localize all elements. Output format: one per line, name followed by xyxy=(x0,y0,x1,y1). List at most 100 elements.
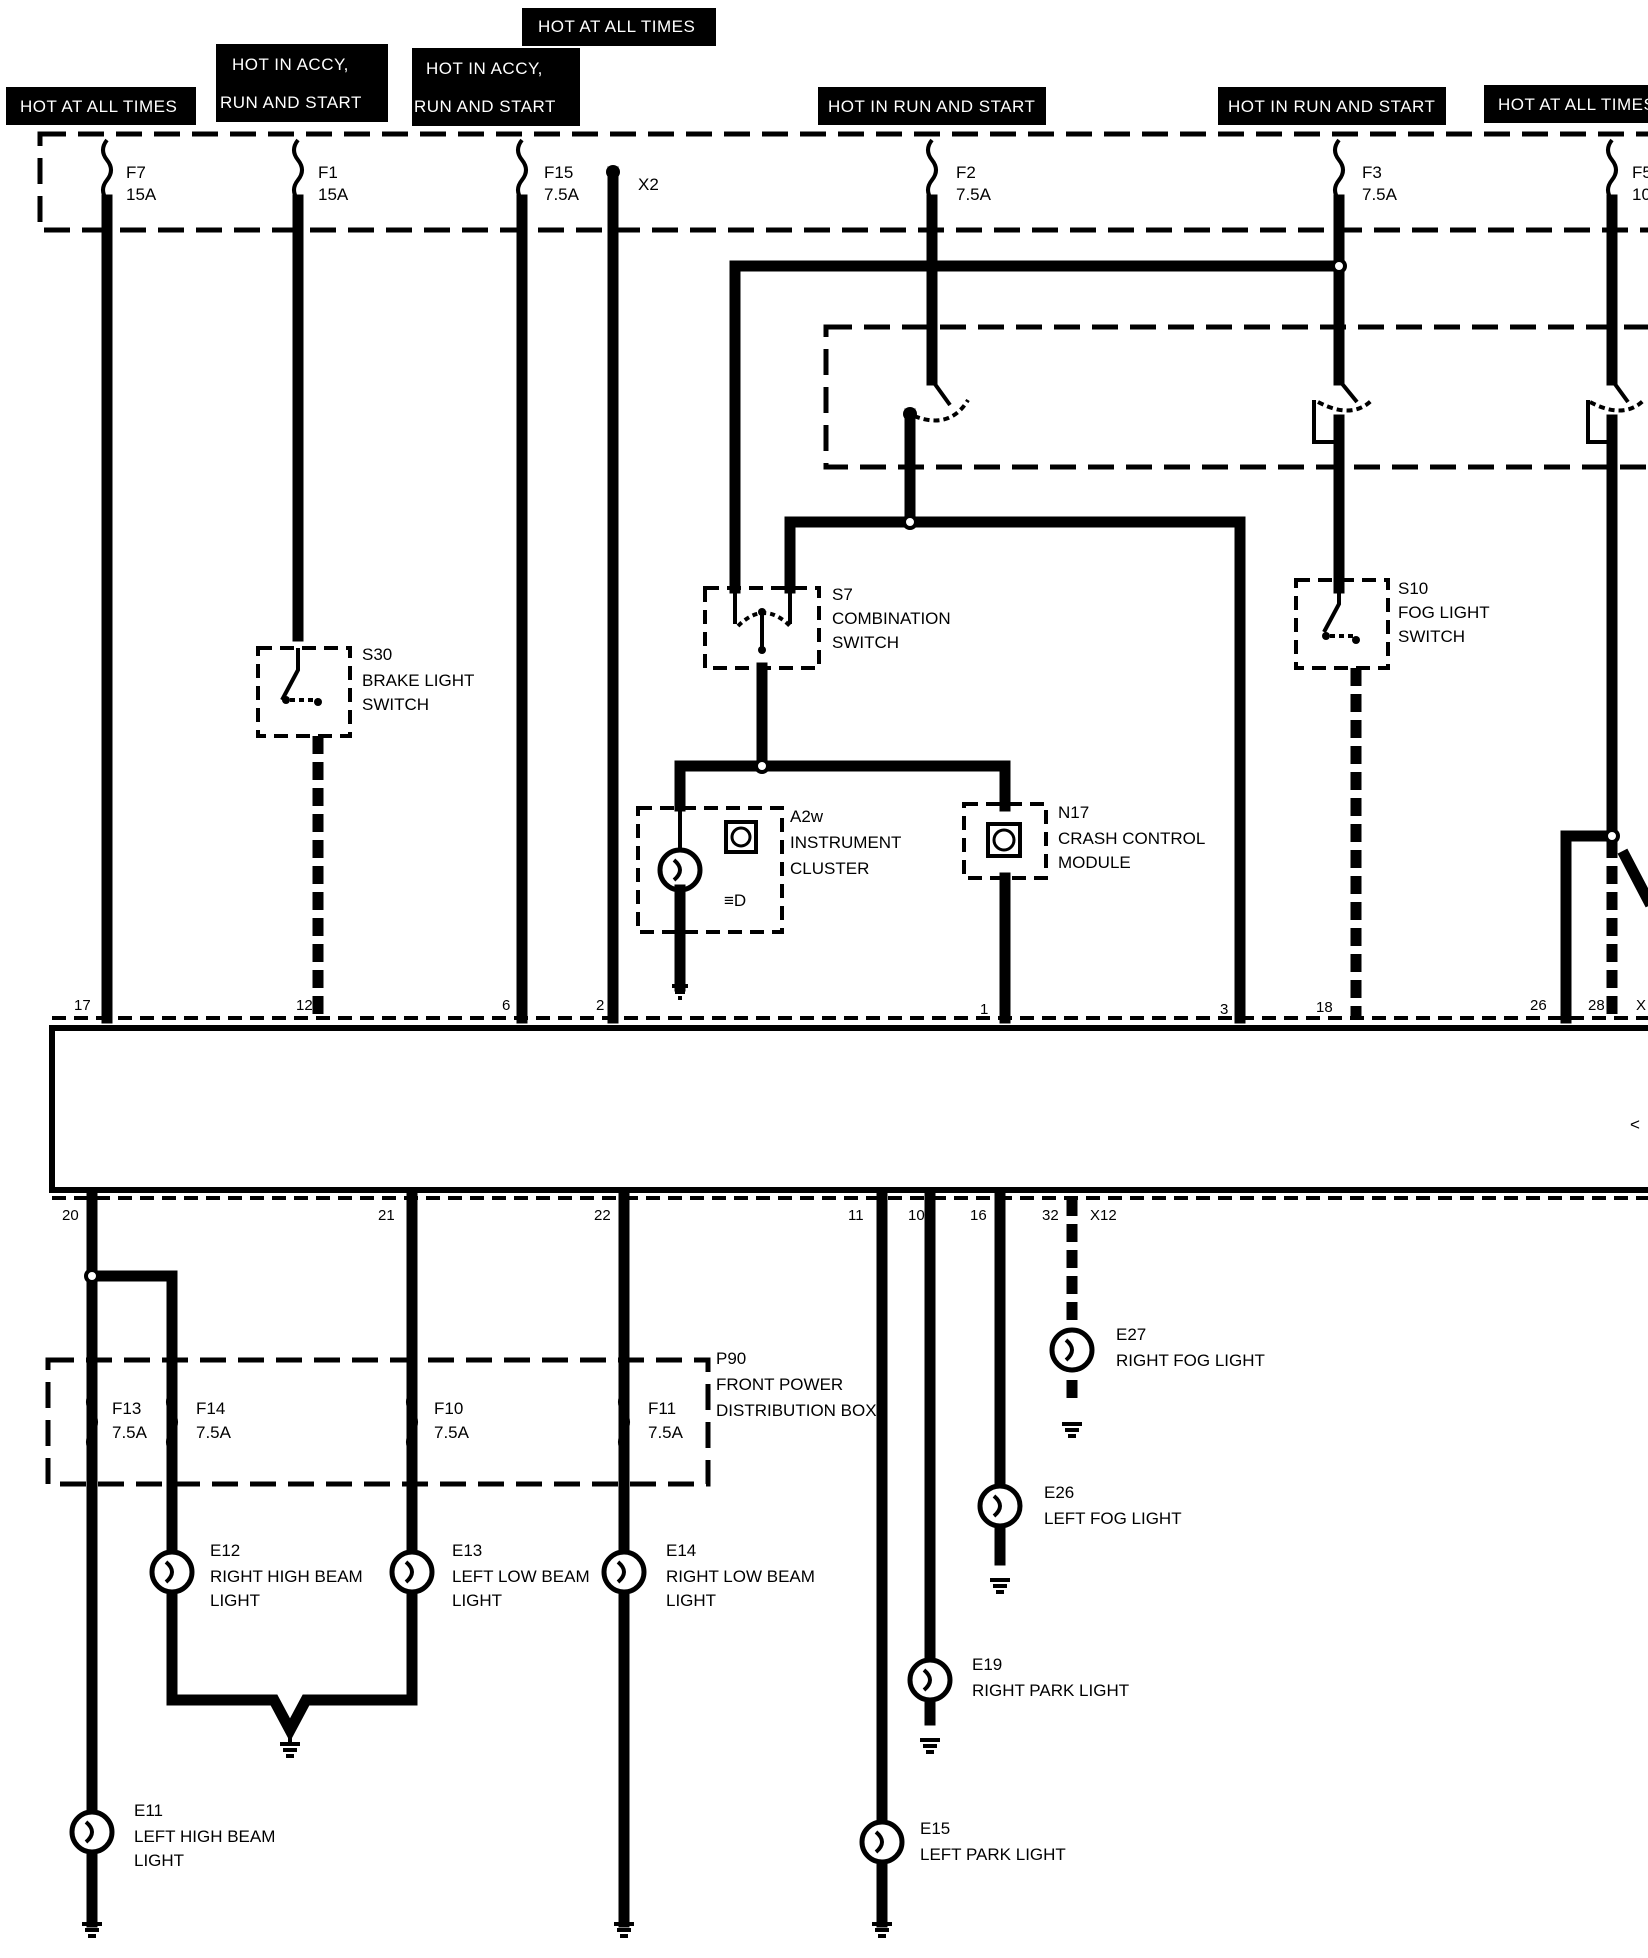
svg-text:A2w: A2w xyxy=(790,807,824,826)
wire-s7-split xyxy=(674,760,1011,812)
svg-text:SWITCH: SWITCH xyxy=(362,695,429,714)
svg-text:FRONT POWER: FRONT POWER xyxy=(716,1375,843,1394)
svg-text:15A: 15A xyxy=(318,185,349,204)
hot-label-f15: HOT IN ACCY, RUN AND START xyxy=(412,48,580,126)
svg-text:E26: E26 xyxy=(1044,1483,1074,1502)
fuse-f2: F2 7.5A xyxy=(926,138,992,204)
svg-text:2: 2 xyxy=(596,997,604,1014)
svg-text:S30: S30 xyxy=(362,645,392,664)
light-switch-box xyxy=(823,324,1648,470)
svg-text:12: 12 xyxy=(296,997,313,1014)
svg-text:7.5A: 7.5A xyxy=(544,185,580,204)
svg-text:21: 21 xyxy=(378,1207,395,1224)
svg-text:7.5A: 7.5A xyxy=(648,1423,684,1442)
svg-text:LIGHT: LIGHT xyxy=(666,1591,716,1610)
svg-text:INSTRUMENT: INSTRUMENT xyxy=(790,833,901,852)
wire-pin3 xyxy=(904,516,1246,1024)
hot-label-f2: HOT IN RUN AND START xyxy=(818,87,1046,125)
fuse-f1: F1 15A xyxy=(292,138,349,204)
svg-text:16: 16 xyxy=(970,1207,987,1224)
svg-text:F2: F2 xyxy=(956,163,976,182)
svg-text:FOG LIGHT: FOG LIGHT xyxy=(1398,603,1490,622)
hot-label-x2: HOT AT ALL TIMES xyxy=(522,8,716,46)
fuse-f5: F5 10 xyxy=(1606,138,1648,204)
svg-text:E14: E14 xyxy=(666,1541,696,1560)
front-power-distribution-box: F13 7.5A F14 7.5A F10 7.5A F11 7.5A P90 … xyxy=(45,1349,877,1487)
svg-text:RIGHT FOG LIGHT: RIGHT FOG LIGHT xyxy=(1116,1351,1265,1370)
lamp-e15: E15 LEFT PARK LIGHT xyxy=(859,1819,1066,1938)
svg-text:LEFT HIGH BEAM: LEFT HIGH BEAM xyxy=(134,1827,275,1846)
svg-text:32: 32 xyxy=(1042,1207,1059,1224)
svg-text:10: 10 xyxy=(1632,185,1648,204)
svg-text:E12: E12 xyxy=(210,1541,240,1560)
svg-text:10: 10 xyxy=(908,1207,925,1224)
svg-text:HOT IN ACCY,: HOT IN ACCY, xyxy=(232,55,349,74)
svg-text:RIGHT LOW BEAM: RIGHT LOW BEAM xyxy=(666,1567,815,1586)
svg-text:HOT AT ALL TIMES: HOT AT ALL TIMES xyxy=(538,17,695,36)
wire-s7-in xyxy=(784,516,916,594)
svg-text:S10: S10 xyxy=(1398,579,1428,598)
svg-text:22: 22 xyxy=(594,1207,611,1224)
svg-text:S7: S7 xyxy=(832,585,853,604)
svg-text:3: 3 xyxy=(1220,1001,1228,1018)
svg-text:X: X xyxy=(1636,997,1646,1014)
wire-s7-feed xyxy=(729,260,1345,594)
fuse-f3: F3 7.5A xyxy=(1333,138,1398,204)
svg-text:F11: F11 xyxy=(648,1399,676,1418)
svg-text:F7: F7 xyxy=(126,163,146,182)
svg-text:E19: E19 xyxy=(972,1655,1002,1674)
svg-text:HOT IN ACCY,: HOT IN ACCY, xyxy=(426,59,543,78)
ground-e11 xyxy=(82,1922,102,1938)
svg-text:15A: 15A xyxy=(126,185,157,204)
lamp-e12: E12 RIGHT HIGH BEAM LIGHT xyxy=(149,1541,363,1610)
svg-text:RUN AND START: RUN AND START xyxy=(220,93,362,112)
bottom-pin-labels: 20 21 22 11 10 16 32 X12 xyxy=(62,1207,1117,1224)
svg-text:N17: N17 xyxy=(1058,803,1089,822)
svg-text:BRAKE LIGHT: BRAKE LIGHT xyxy=(362,671,474,690)
wire-pin26 xyxy=(1560,830,1618,1024)
svg-text:F3: F3 xyxy=(1362,163,1382,182)
brake-light-switch: S30 BRAKE LIGHT SWITCH xyxy=(256,645,474,738)
svg-text:HOT AT ALL TIMES: HOT AT ALL TIMES xyxy=(1498,95,1648,114)
svg-text:28: 28 xyxy=(1588,997,1605,1014)
fuse-f7: F7 15A xyxy=(101,138,157,204)
wire-beam-ground xyxy=(166,1586,418,1742)
combination-switch: S7 COMBINATION SWITCH xyxy=(703,585,951,670)
crash-control-module: N17 CRASH CONTROL MODULE xyxy=(962,802,1205,880)
svg-text:RIGHT PARK LIGHT: RIGHT PARK LIGHT xyxy=(972,1681,1129,1700)
svg-text:LIGHT: LIGHT xyxy=(210,1591,260,1610)
svg-text:17: 17 xyxy=(74,997,91,1014)
lamp-e27: E27 RIGHT FOG LIGHT xyxy=(1049,1325,1265,1438)
svg-text:7.5A: 7.5A xyxy=(1362,185,1398,204)
svg-text:E13: E13 xyxy=(452,1541,482,1560)
hot-label-f7: HOT AT ALL TIMES xyxy=(6,87,196,125)
svg-text:7.5A: 7.5A xyxy=(434,1423,470,1442)
top-fuse-box xyxy=(37,131,1648,233)
svg-text:7.5A: 7.5A xyxy=(112,1423,148,1442)
wire-right-diag xyxy=(1617,848,1648,908)
lamp-e11: E11 LEFT HIGH BEAM LIGHT xyxy=(69,1801,275,1870)
svg-text:E15: E15 xyxy=(920,1819,950,1838)
svg-text:RUN AND START: RUN AND START xyxy=(414,97,556,116)
svg-text:P90: P90 xyxy=(716,1349,746,1368)
light-control-module xyxy=(49,1025,1648,1193)
hot-label-f1: HOT IN ACCY, RUN AND START xyxy=(216,44,388,122)
fuse-f15: F15 7.5A xyxy=(516,138,580,204)
lamp-e13: E13 LEFT LOW BEAM LIGHT xyxy=(389,1541,590,1610)
svg-text:CLUSTER: CLUSTER xyxy=(790,859,869,878)
lamp-e14: E14 RIGHT LOW BEAM LIGHT xyxy=(601,1541,815,1610)
wire-f14-branch xyxy=(86,1270,178,1560)
svg-text:7.5A: 7.5A xyxy=(196,1423,232,1442)
svg-text:X12: X12 xyxy=(1090,1207,1117,1224)
svg-text:F13: F13 xyxy=(112,1399,141,1418)
svg-text:F1: F1 xyxy=(318,163,338,182)
svg-text:CRASH CONTROL: CRASH CONTROL xyxy=(1058,829,1205,848)
svg-text:HOT AT ALL TIMES: HOT AT ALL TIMES xyxy=(20,97,177,116)
svg-text:F15: F15 xyxy=(544,163,573,182)
instrument-cluster: ≡D A2w INSTRUMENT CLUSTER xyxy=(636,806,901,1000)
svg-text:LIGHT: LIGHT xyxy=(134,1851,184,1870)
svg-text:LEFT LOW BEAM: LEFT LOW BEAM xyxy=(452,1567,590,1586)
svg-text:20: 20 xyxy=(62,1207,79,1224)
ground-beam xyxy=(280,1730,300,1758)
svg-text:11: 11 xyxy=(848,1207,864,1224)
